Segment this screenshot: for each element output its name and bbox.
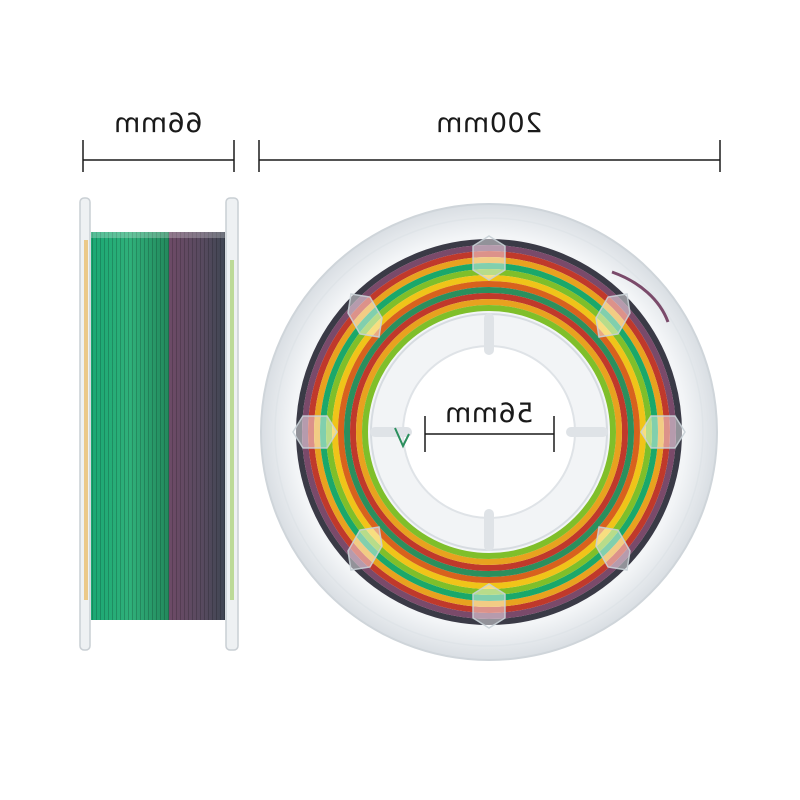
hub-diameter-label: 56mm bbox=[444, 398, 534, 429]
width-dimension-line bbox=[82, 140, 235, 172]
diameter-dimension-line bbox=[258, 140, 721, 172]
hub-dimension-line bbox=[424, 416, 555, 452]
width-label: 66mm bbox=[113, 108, 203, 139]
diameter-label: 200mm bbox=[435, 108, 543, 139]
spool-front-view bbox=[260, 203, 718, 661]
spool-side-view bbox=[79, 197, 239, 651]
